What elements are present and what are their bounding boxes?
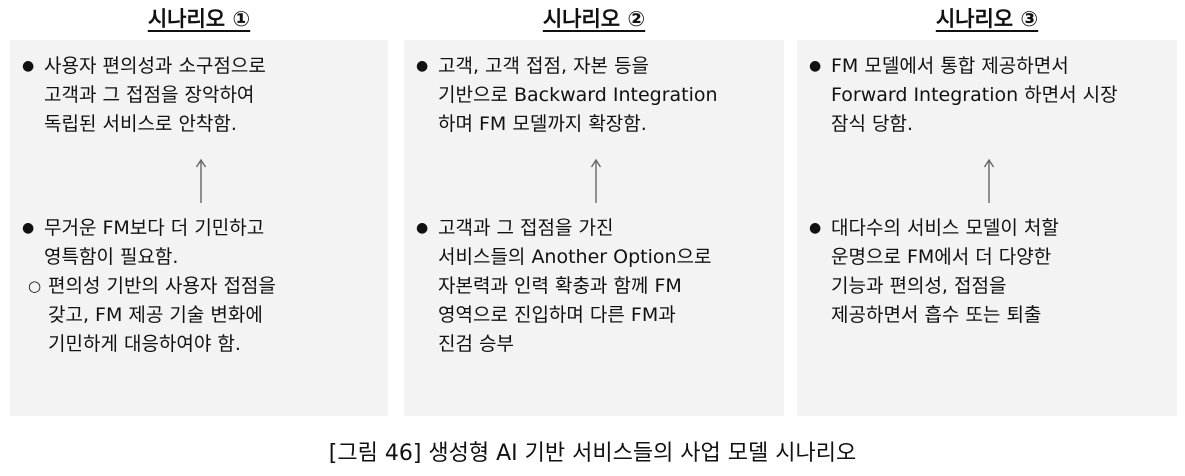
- arrow-up-icon: [590, 158, 602, 203]
- scenario-3-bottom-block: ● 대다수의 서비스 모델이 처할 운명으로 FM에서 더 다양한 기능과 편의…: [809, 214, 1169, 330]
- scenario-2-bottom-line-2: 서비스들의 Another Option으로: [438, 246, 712, 268]
- scenario-1-top-line-3: 독립된 서비스로 안착함.: [44, 113, 237, 135]
- arrow-up-icon: [195, 158, 207, 203]
- scenario-3-bottom-line-4: 제공하면서 흡수 또는 퇴출: [831, 304, 1042, 326]
- scenario-2-top-line-3: 하며 FM 모델까지 확장함.: [438, 113, 647, 135]
- scenario-2-bottom-line-5: 진검 승부: [438, 333, 514, 355]
- arrow-up-icon: [983, 158, 995, 203]
- scenario-1-sub-line-2: 갖고, FM 제공 기술 변화에: [48, 304, 263, 326]
- scenario-2-bottom-line-3: 자본력과 인력 확충과 함께 FM: [438, 275, 682, 297]
- scenario-2-title: 시나리오 ②: [542, 7, 646, 31]
- scenario-1-bottom-line-1: 무거운 FM보다 더 기민하고: [44, 217, 265, 239]
- bullet-circle-icon: ○: [28, 277, 42, 295]
- scenario-3-top-line-1: FM 모델에서 통합 제공하면서: [831, 55, 1069, 77]
- scenario-1-panel: ● 사용자 편의성과 소구점으로 고객과 그 접점을 장악하여 독립된 서비스로…: [10, 40, 388, 416]
- scenario-3-bottom-line-1: 대다수의 서비스 모델이 처할: [831, 217, 1059, 239]
- scenario-1-bottom-block: ● 무거운 FM보다 더 기민하고 영특함이 필요함. ○ 편의성 기반의 사용…: [22, 214, 380, 359]
- scenario-3-top-block: ● FM 모델에서 통합 제공하면서 Forward Integration 하…: [809, 52, 1169, 139]
- scenario-3-top-line-3: 잠식 당함.: [831, 113, 913, 135]
- scenario-2-top-line-1: 고객, 고객 접점, 자본 등을: [438, 55, 650, 77]
- scenario-2-top-line-2: 기반으로 Backward Integration: [438, 84, 718, 106]
- scenario-2-bottom-line-4: 영역으로 진입하며 다른 FM과: [438, 304, 676, 326]
- scenario-3-bottom-line-2: 운명으로 FM에서 더 다양한: [831, 246, 1052, 268]
- scenario-3-bottom-line-3: 기능과 편의성, 접점을: [831, 275, 1007, 297]
- figure-caption: [그림 46] 생성형 AI 기반 서비스들의 사업 모델 시나리오: [328, 441, 857, 466]
- scenario-2-bottom-line-1: 고객과 그 접점을 가진: [438, 217, 614, 239]
- scenario-2-top-block: ● 고객, 고객 접점, 자본 등을 기반으로 Backward Integra…: [416, 52, 776, 139]
- scenario-1-top-line-2: 고객과 그 접점을 장악하여: [44, 84, 255, 106]
- scenario-1-top-block: ● 사용자 편의성과 소구점으로 고객과 그 접점을 장악하여 독립된 서비스로…: [22, 52, 380, 139]
- bullet-dot-icon: ●: [22, 220, 35, 236]
- bullet-dot-icon: ●: [809, 220, 822, 236]
- scenario-3-panel: ● FM 모델에서 통합 제공하면서 Forward Integration 하…: [797, 40, 1177, 416]
- scenario-1-sub-line-3: 기민하게 대응하여야 함.: [48, 333, 241, 355]
- bullet-dot-icon: ●: [416, 220, 429, 236]
- bullet-dot-icon: ●: [22, 58, 35, 74]
- scenario-3-top-line-2: Forward Integration 하면서 시장: [831, 84, 1118, 106]
- scenario-2-bottom-block: ● 고객과 그 접점을 가진 서비스들의 Another Option으로 자본…: [416, 214, 776, 359]
- scenario-1-top-line-1: 사용자 편의성과 소구점으로: [44, 55, 266, 77]
- bullet-dot-icon: ●: [416, 58, 429, 74]
- scenario-2-panel: ● 고객, 고객 접점, 자본 등을 기반으로 Backward Integra…: [404, 40, 784, 416]
- scenario-1-sub-line-1: 편의성 기반의 사용자 접점을: [48, 275, 276, 297]
- scenario-3-title: 시나리오 ③: [935, 7, 1039, 31]
- bullet-dot-icon: ●: [809, 58, 822, 74]
- scenario-1-title: 시나리오 ①: [147, 7, 251, 31]
- scenario-1-bottom-line-2: 영특함이 필요함.: [44, 246, 179, 268]
